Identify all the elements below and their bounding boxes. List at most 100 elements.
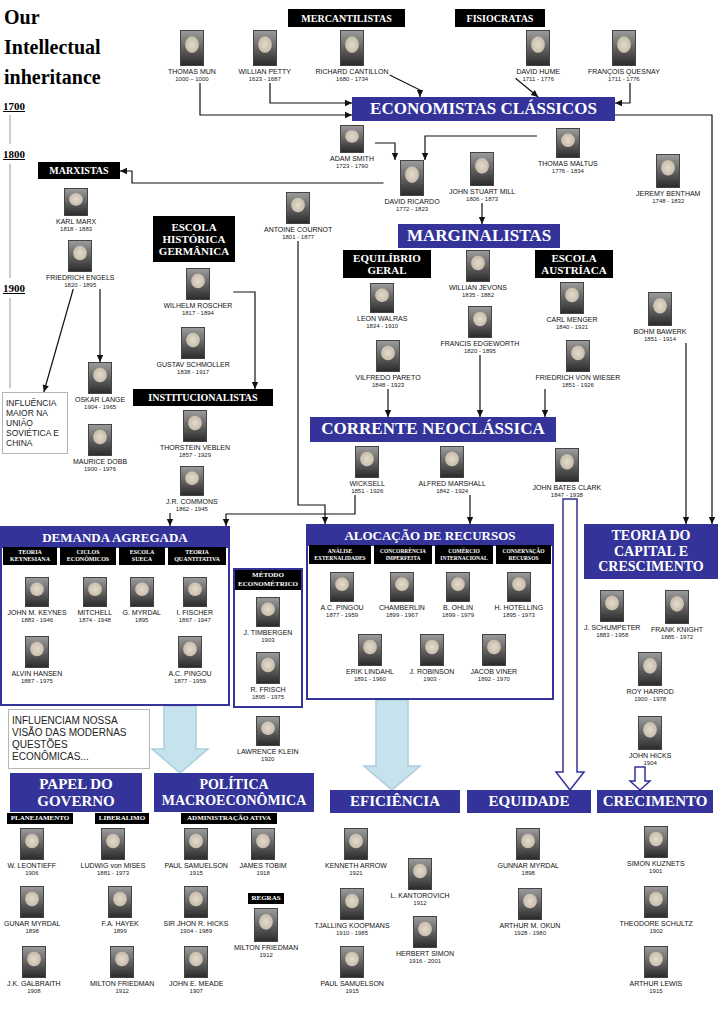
portrait-picture (468, 306, 492, 338)
economist-card: LEON WALRAS1834 - 1910 (356, 283, 408, 330)
arrowhead (252, 382, 258, 389)
connector-arrow (615, 83, 630, 106)
life-dates: 1818 - 1883 (56, 226, 96, 233)
heading-text: ESCOLA AUSTRÍACA (538, 252, 610, 276)
person-name: R. FRISCH (251, 686, 286, 694)
arrowhead (479, 217, 485, 224)
connector-arrow (364, 700, 420, 790)
life-dates: 1921 (325, 870, 387, 877)
connector-line (233, 292, 255, 389)
note-text: INFLUÊNCIA MAIOR NA UNIÃO SOVIÉTICA E CH… (6, 398, 64, 449)
life-dates: 1891 - 1960 (346, 676, 394, 683)
person-name: A.C. PINGOU (169, 670, 212, 678)
section-heading: MARGINALISTAS (398, 224, 560, 248)
connector-arrow (467, 495, 473, 524)
connector-arrow (223, 495, 355, 526)
person-name: MITCHELL (78, 609, 113, 617)
portrait-picture (340, 30, 364, 66)
portrait-picture (130, 577, 154, 607)
person-name: ERIK LINDAHL (346, 668, 394, 676)
panel-heading: DEMANDA AGREGADA (2, 528, 228, 548)
portrait-picture (644, 946, 668, 978)
note-box: INFLUENCIAM NOSSA VISÃO DAS MODERNAS QUE… (8, 709, 150, 769)
arrowhead (417, 90, 423, 97)
portrait-picture (256, 597, 280, 627)
economist-card: CARL MENGER1840 - 1921 (546, 282, 599, 331)
portrait-picture (340, 888, 364, 920)
portrait-picture (330, 572, 354, 602)
life-dates: 1901 (627, 868, 685, 875)
heading-text: ESCOLA HISTÓRICA GERMÂNICA (156, 221, 232, 257)
person-name: DAVID RICARDO (385, 198, 440, 206)
person-name: LAWRENCE KLEIN (237, 748, 299, 756)
person-name: LEON WALRAS (357, 315, 407, 323)
portrait-picture (413, 916, 437, 948)
portrait-picture (253, 30, 277, 66)
economist-card: J. SCHUMPETER1883 - 1958 (583, 590, 641, 639)
economist-card: MAURICE DOBB1900 - 1976 (72, 424, 128, 473)
heading-text: TEORIA DO CAPITAL E CRESCIMENTO (587, 528, 715, 574)
person-name: OSKAR LANGE (75, 396, 125, 404)
person-name: B. OHLIN (442, 604, 474, 612)
connector-arrow (479, 203, 485, 224)
life-dates: 1838 - 1917 (157, 369, 230, 376)
economist-card: SIMON KUZNETS1901 (626, 826, 686, 875)
economist-card: WILHELM ROSCHER1817 - 1894 (163, 268, 234, 317)
arrowhead (531, 90, 538, 97)
school-heading: EQUILÍBRIO GERAL (343, 250, 431, 278)
arrowhead (120, 168, 127, 174)
portrait-picture (25, 636, 49, 668)
person-name: KARL MARX (56, 218, 96, 226)
life-dates: 1895 - 1973 (495, 612, 544, 619)
life-dates: 1680 - 1734 (316, 76, 389, 83)
life-dates: 1912 (90, 988, 154, 995)
school-heading: PLANEJAMENTO (7, 813, 73, 824)
economist-card: WILLIAN PETTY1623 - 1687 (238, 30, 293, 83)
life-dates: 1835 - 1882 (449, 292, 507, 299)
economist-card: MILTON FRIEDMAN1912 (233, 908, 299, 959)
economist-card: FRANÇOIS QUESNAY1711 - 1776 (587, 30, 661, 83)
heading-text: TEORIA KEYNESIANA (6, 549, 54, 562)
topic-panel: MÉTODO ECONOMÉTRICOJ. TIMBERGEN1903R. FR… (233, 568, 303, 708)
person-name: LUDWIG von MISES (81, 862, 146, 870)
life-dates: 1895 - 1975 (251, 694, 286, 701)
life-dates: 1899 - 1967 (379, 612, 425, 619)
portrait-picture (518, 888, 542, 920)
school-heading: CONSERVAÇÃO RECURSOS (496, 545, 551, 564)
economist-card: JOHN M. KEYNES1883 - 1946 (7, 577, 68, 624)
connector-arrow (97, 289, 103, 362)
connector-arrow (542, 389, 548, 417)
section-heading: CORRENTE NEOCLÁSSICA (310, 417, 556, 442)
life-dates: 1908 (7, 988, 61, 995)
person-name: JOHN HICKS (629, 752, 671, 760)
economist-card: F.A. HAYEK1899 (101, 886, 140, 935)
life-dates: 1834 - 1910 (357, 323, 407, 330)
life-dates: 1711 - 1776 (588, 76, 660, 83)
school-heading: REGRAS (248, 893, 284, 904)
person-name: A.C. PINGOU (321, 604, 364, 612)
connector-arrow (43, 289, 74, 392)
economist-card: WILLIAN JEVONS1835 - 1882 (448, 250, 508, 299)
connector-line (226, 495, 355, 526)
life-dates: 1820 - 1895 (441, 348, 520, 355)
block-arrow (364, 700, 420, 790)
life-dates: 1000 – 1000 (168, 76, 216, 83)
economist-card: DAVID HUME1711 - 1776 (516, 30, 561, 83)
connector-line (120, 171, 384, 183)
connector-arrow (630, 767, 650, 790)
school-heading: CICLOS ECONÔMICOS (60, 547, 116, 565)
person-name: HERBERT SIMON (396, 950, 454, 958)
person-name: F.A. HAYEK (102, 920, 139, 928)
arrowhead (385, 410, 391, 417)
section-heading: EQUIDADE (467, 790, 591, 813)
life-dates: 1748 - 1832 (636, 198, 700, 205)
portrait-picture (516, 828, 540, 860)
life-dates: 1900 - 1978 (627, 696, 674, 703)
portrait-picture (644, 886, 668, 918)
person-name: GUNAR MYRDAL (4, 920, 60, 928)
economist-card: JOHN STUART MILL1806 - 1873 (448, 152, 516, 203)
school-heading: CONCORRÊNCIA IMPERFEITA (374, 545, 432, 564)
life-dates: 1723 - 1790 (330, 163, 374, 170)
economist-card: FRIEDRICH VON WIESER1851 - 1926 (535, 340, 622, 389)
connector-line (685, 343, 686, 524)
